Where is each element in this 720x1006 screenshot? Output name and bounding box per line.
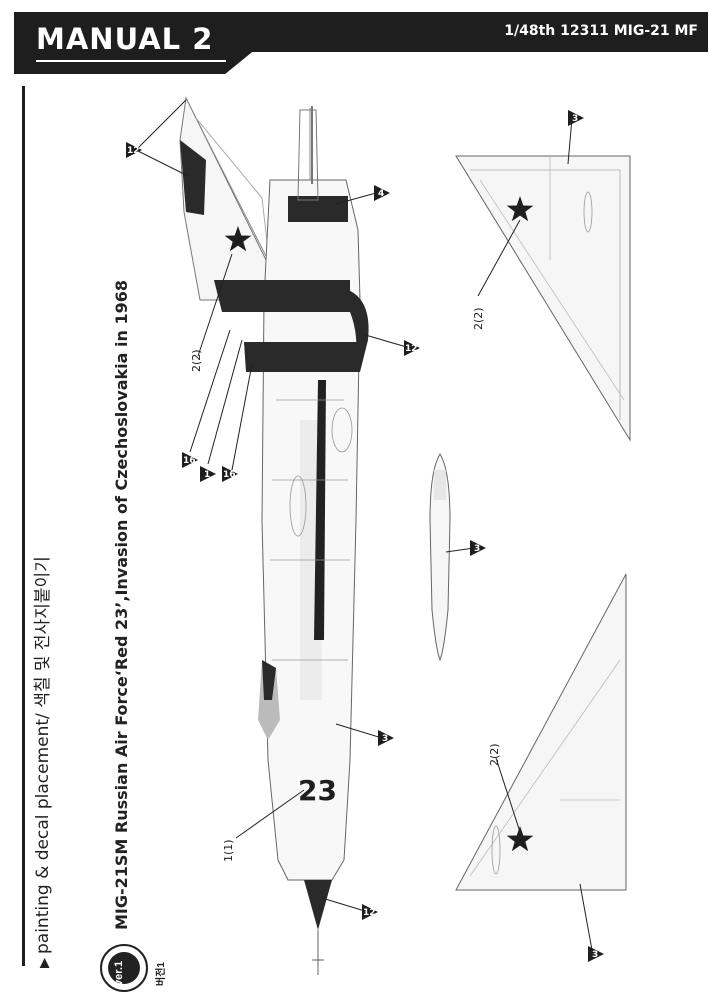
title-underline: [36, 60, 226, 62]
decal-label-2-2-upper-wing: 2(2): [472, 307, 485, 330]
nose-cone: [304, 880, 332, 930]
callout-12-band: 12: [405, 344, 418, 354]
callout-marker-12-band: [404, 340, 420, 356]
fin-tip-band: [180, 140, 206, 215]
callout-marker-3-top: [568, 110, 584, 126]
callout-3-fuselage: 3: [382, 734, 388, 744]
callout-12-fin: 12: [127, 146, 140, 156]
callout-1: 1: [204, 470, 210, 480]
manual-title: MANUAL 2: [36, 22, 214, 56]
callout-numbers: 12 4 12 16 1 16 3 3 3 12 3: [127, 114, 598, 960]
callout-marker-3-bottom: [588, 946, 604, 962]
callout-marker-12-nose: [362, 904, 378, 920]
callout-marker-3-tank: [470, 540, 486, 556]
decal-labels: 2(2) 2(2) 2(2) 1(1): [190, 307, 501, 862]
callout-4: 4: [378, 189, 384, 199]
side-rule: [22, 86, 25, 966]
version-badge: [100, 944, 148, 992]
wing-upper-view: [455, 155, 631, 442]
dark-spine: [314, 380, 326, 640]
model-number: 1/48th 12311 MIG-21 MF: [504, 23, 698, 39]
callout-3-bottom: 3: [592, 950, 598, 960]
callout-markers: [126, 110, 604, 962]
title-tab: [14, 12, 254, 74]
callout-marker-12-fin: [126, 142, 142, 158]
version-badge-fill: [108, 952, 140, 984]
callout-marker-16-b: [222, 466, 238, 482]
wing-lower-view: [455, 573, 627, 891]
invasion-stripe-1: [214, 280, 350, 312]
callout-marker-1: [200, 466, 216, 482]
decal-label-1-1-nose: 1(1): [222, 839, 235, 862]
callout-3-tank: 3: [474, 544, 480, 554]
drop-tank: [429, 453, 451, 662]
leader-lines: [135, 99, 593, 951]
callout-3-top: 3: [572, 114, 578, 124]
callout-marker-16-a: [182, 452, 198, 468]
callout-marker-4: [374, 185, 390, 201]
callout-16-b: 16: [223, 470, 236, 480]
side-number: 23: [298, 774, 337, 807]
callout-marker-3-fuselage: [378, 730, 394, 746]
decal-label-2-2-lower-wing: 2(2): [488, 743, 501, 766]
callout-16-a: 16: [183, 456, 196, 466]
decal-label-2-2-fin: 2(2): [190, 349, 203, 372]
invasion-stripe-2: [244, 342, 360, 372]
callout-12-nose: 12: [363, 908, 376, 918]
main-aircraft-view: [179, 96, 369, 975]
